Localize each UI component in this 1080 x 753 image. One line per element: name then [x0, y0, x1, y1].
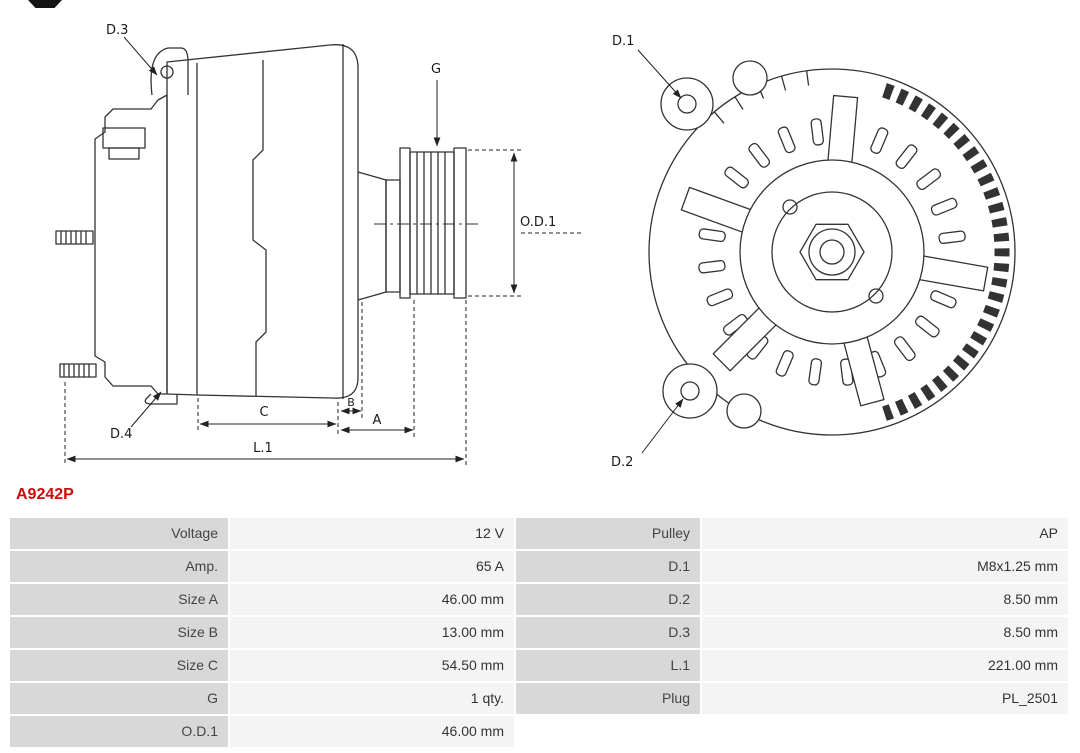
spec-label-cell: Size C [10, 650, 228, 681]
spec-label-cell: G [10, 683, 228, 714]
rear-view-drawing [648, 60, 1016, 436]
label-d3: D.3 [106, 23, 128, 38]
part-number: A9242P [16, 486, 74, 503]
spec-label-cell: O.D.1 [10, 716, 228, 747]
spec-value-cell: AP [702, 518, 1068, 549]
spec-value-cell: 8.50 mm [702, 584, 1068, 615]
label-a: A [373, 413, 382, 428]
spec-label-cell: Amp. [10, 551, 228, 582]
spec-value-cell-empty [702, 716, 1068, 747]
spec-label-cell: Size B [10, 617, 228, 648]
spec-value-cell: PL_2501 [702, 683, 1068, 714]
spec-value-cell: 65 A [230, 551, 514, 582]
spec-value-cell: M8x1.25 mm [702, 551, 1068, 582]
spec-label-cell: Size A [10, 584, 228, 615]
label-d4: D.4 [110, 427, 132, 442]
spec-label-cell: D.2 [516, 584, 700, 615]
spec-value-cell: 54.50 mm [230, 650, 514, 681]
spec-value-cell: 13.00 mm [230, 617, 514, 648]
rear-view-labels: D.1 D.2 [611, 34, 634, 470]
logo-fragment [28, 0, 62, 8]
spec-label-cell-empty [516, 716, 700, 747]
side-view-dimensions [64, 36, 584, 465]
spec-label-cell: Plug [516, 683, 700, 714]
label-c: C [259, 405, 268, 420]
label-l1: L.1 [253, 441, 273, 456]
spec-value-cell: 46.00 mm [230, 584, 514, 615]
side-view-labels: D.3 D.4 G O.D.1 C B A L.1 [106, 23, 556, 456]
label-g: G [431, 62, 441, 77]
spec-label-cell: Voltage [10, 518, 228, 549]
spec-label-cell: D.1 [516, 551, 700, 582]
spec-label-cell: D.3 [516, 617, 700, 648]
label-d1: D.1 [612, 34, 634, 49]
technical-diagram: D.3 D.4 G O.D.1 C B A L.1 [55, 23, 1016, 470]
label-d2: D.2 [611, 455, 633, 470]
label-od1: O.D.1 [520, 215, 556, 230]
spec-value-cell: 12 V [230, 518, 514, 549]
rear-view-dimensions [637, 49, 684, 454]
spec-value-cell: 221.00 mm [702, 650, 1068, 681]
spec-label-cell: L.1 [516, 650, 700, 681]
spec-table: Voltage 12 V Pulley AP Amp. 65 A D.1 M8x… [10, 518, 1068, 747]
spec-label-cell: Pulley [516, 518, 700, 549]
spec-value-cell: 46.00 mm [230, 716, 514, 747]
spec-value-cell: 1 qty. [230, 683, 514, 714]
spec-value-cell: 8.50 mm [702, 617, 1068, 648]
label-b: B [347, 396, 355, 409]
side-view-drawing [55, 44, 482, 405]
